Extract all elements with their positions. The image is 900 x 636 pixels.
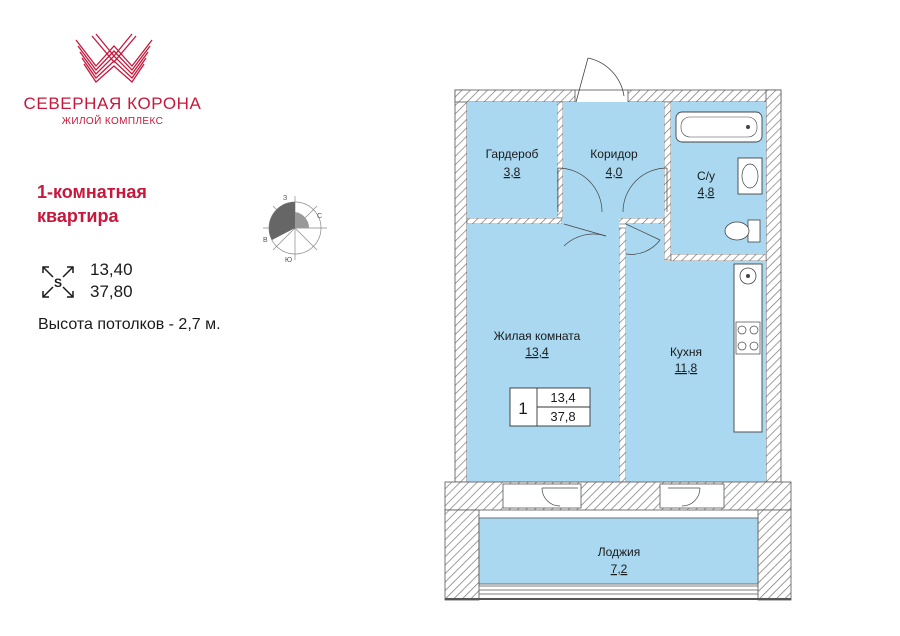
bathroom-name: С/у xyxy=(697,169,715,183)
area-icon: S xyxy=(42,266,74,298)
ceiling-height: Высота потолков - 2,7 м. xyxy=(38,316,221,333)
crown-chevrons-logo xyxy=(75,33,153,83)
brand-subtitle: ЖИЛОЙ КОМПЛЕКС xyxy=(61,116,164,127)
bathroom-area: 4,8 xyxy=(698,185,715,199)
toilet-icon xyxy=(724,219,761,243)
entrance-door xyxy=(575,57,628,103)
corridor-room xyxy=(563,102,664,218)
wardrobe-area: 3,8 xyxy=(504,165,521,179)
apartment-type-line1: 1-комнатная xyxy=(37,182,147,202)
corridor-name: Коридор xyxy=(590,147,638,161)
interior-doors xyxy=(557,167,668,255)
bathtub-icon xyxy=(675,111,763,143)
loggia-name: Лоджия xyxy=(598,545,641,559)
summary-living: 13,4 xyxy=(550,390,575,405)
kitchen-area: 11,8 xyxy=(675,361,698,375)
brand-name: СЕВЕРНАЯ КОРОНА xyxy=(23,94,202,113)
wardrobe-name: Гардероб xyxy=(486,147,539,161)
living-name: Жилая комната xyxy=(494,329,581,343)
compass-west: З xyxy=(283,195,287,202)
apartment-type: 1-комнатная квартира xyxy=(37,180,147,228)
wardrobe-room xyxy=(467,102,557,218)
living-area-value: 13,40 xyxy=(90,260,133,279)
summary-total: 37,8 xyxy=(550,409,575,424)
total-area-value: 37,80 xyxy=(90,282,133,301)
compass-north: С xyxy=(317,213,322,220)
kitchen-name: Кухня xyxy=(670,345,702,359)
compass-east: В xyxy=(263,237,268,244)
corridor-area: 4,0 xyxy=(606,165,623,179)
summary-box: 1 13,4 37,8 xyxy=(509,387,591,427)
loggia-room xyxy=(478,517,759,585)
svg-text:S: S xyxy=(54,276,62,290)
compass-south: Ю xyxy=(285,257,292,264)
summary-rooms: 1 xyxy=(518,399,527,418)
compass-rose-icon: С Ю В З xyxy=(263,195,327,264)
living-area: 13,4 xyxy=(525,345,549,359)
washbasin-icon xyxy=(737,157,763,195)
apartment-type-line2: квартира xyxy=(37,206,119,226)
kitchen-counter xyxy=(733,263,763,433)
loggia-area: 7,2 xyxy=(611,562,628,576)
living-room xyxy=(467,224,619,482)
